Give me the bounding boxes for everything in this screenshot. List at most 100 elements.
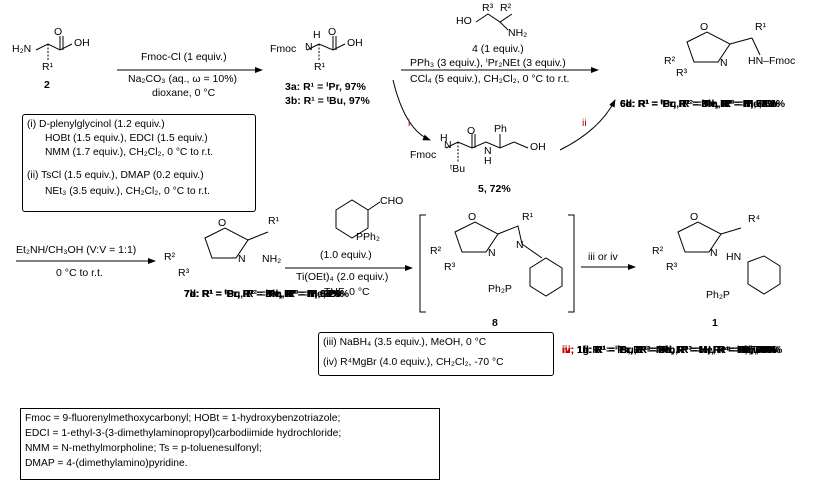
item-1e: iv; 1e: R¹ = ⁱPr, R² = Bn, R³ = H, R⁴ = … — [562, 345, 778, 356]
item-6e: 6e: R¹ = ᵗBu, R² = Ph, R³ = H, 86% — [620, 99, 780, 110]
amine-label: H₂N — [12, 43, 32, 55]
step4-aldehyde-amount: (1.0 equiv.) — [320, 249, 372, 261]
step4-lewis-acid: Ti(OEt)₄ (2.0 equiv.) — [296, 271, 389, 283]
ring-n-label: N — [488, 247, 496, 259]
pph2-label: PPh₂ — [356, 231, 380, 243]
fmoc-label: Fmoc — [410, 149, 437, 161]
amide-n-label: N — [484, 145, 492, 157]
item-7d: 7d: R¹ = ⁱPr, R² = Me, R³ = Me, 76% — [184, 289, 350, 300]
item-1d: iv; 1d: R¹ = ⁱPr, R² = ⁱPr, R³ = H, R⁴ =… — [562, 345, 777, 356]
ho-label: HO — [456, 15, 472, 27]
cond-i-line-1: (i) D-plenylglycinol (1.2 equiv.) — [27, 119, 165, 130]
r4-label: R⁴ — [748, 213, 761, 225]
fmoc-label: Fmoc — [270, 43, 297, 55]
item-6a: 6a: R¹ = ⁱPr, R² = Ph, R³ = H, 68% — [620, 99, 777, 110]
nh-n-label: N — [305, 41, 313, 53]
r1-label: R¹ — [42, 61, 54, 73]
ring-o-label: O — [700, 21, 709, 33]
ring-n-label: N — [238, 253, 246, 265]
compound-4-label: 4 (1 equiv.) — [472, 43, 524, 55]
carbonyl-o-label: O — [328, 26, 337, 38]
step2-solvent: CCl₄ (5 equiv.), CH₂Cl₂, 0 °C to r.t. — [410, 73, 570, 85]
r1-label: R¹ — [314, 61, 326, 73]
r3-label: R³ — [676, 67, 688, 79]
abbrev-line-2: EDCI = 1-ethyl-3-(3-dimethylaminopropyl)… — [25, 428, 342, 439]
step3-reagent: Et₂NH/CH₃OH (V:V = 1:1) — [16, 244, 137, 256]
hn-label: HN — [726, 251, 742, 263]
item-7c: 7c: R¹ = ⁱPr, R² = Bn, R³ = H, 82% — [184, 289, 342, 300]
item-7e: 7e: R¹ = ᵗBu, R² = Ph, R³ = H, 92% — [184, 289, 344, 300]
cond-i-line-2: HOBt (1.5 equiv.), EDCI (1.5 equiv.) — [45, 133, 208, 144]
item-1f: iv; 1f: R¹ = ⁱPr, R² = Me, R³ = Me, R⁴ =… — [562, 345, 783, 356]
abbrev-line-1: Fmoc = 9-fluorenylmethoxycarbonyl; HOBt … — [25, 413, 341, 424]
r2-label: R² — [430, 245, 442, 257]
item-1f-condition: iv; — [562, 345, 575, 356]
cond-i-line-3: NMM (1.7 equiv.), CH₂Cl₂, 0 °C to r.t. — [45, 147, 214, 158]
arrow-ii-label: ii — [582, 117, 587, 129]
item-7a: 7a: R¹ = ⁱPr, R² = Ph, R³ = H, 96% — [184, 289, 341, 300]
item-1b-condition: iv; — [562, 345, 575, 356]
item-1c-condition: iv; — [562, 345, 575, 356]
item-1a-condition: iii; — [562, 345, 575, 356]
compound-3a: 3a: R¹ = ⁱPr, 97% — [285, 81, 366, 93]
phenyl-label: Ph — [494, 123, 507, 135]
step1-base: Na₂CO₃ (aq., ω = 10%) — [128, 73, 238, 85]
tbu-label: ᵗBu — [450, 163, 466, 175]
item-6b: 6b: R¹ = ⁱPr, R² = ⁱPr, R³ = H, 72% — [620, 99, 777, 110]
item-1g: iii; 1g: R¹ = ᵗBu, R² = Ph, R³ = H, R⁴ =… — [562, 345, 775, 356]
cond-ii-line-1: (ii) TsCl (1.5 equiv.), DMAP (0.2 equiv.… — [27, 170, 204, 181]
step3-temperature: 0 °C to r.t. — [56, 267, 103, 279]
r2-label: R² — [164, 251, 176, 263]
ring-o-label: O — [218, 217, 227, 229]
compound-3b: 3b: R¹ = ᵗBu, 97% — [285, 95, 370, 107]
item-1e-condition: iv; — [562, 345, 575, 356]
r2-label: R² — [500, 2, 512, 14]
item-6c: 6c: R¹ = ⁱPr, R² = Bn, R³ = H, 64% — [620, 99, 778, 110]
item-6d: 6d: R¹ = ⁱPr, R² = Me, R³ = Me, 62% — [620, 99, 786, 110]
item-1h-condition: iv; — [562, 345, 575, 356]
r3-label: R³ — [666, 261, 678, 273]
r1-label: R¹ — [755, 21, 767, 33]
cond-iii-line: (iii) NaBH₄ (3.5 equiv.), MeOH, 0 °C — [323, 337, 487, 348]
carbonyl-o-label: O — [467, 125, 476, 137]
cond-iv-line: (iv) R⁴MgBr (4.0 equiv.), CH₂Cl₂, -70 °C — [323, 357, 504, 368]
amide-h-label: H — [484, 155, 492, 167]
ph2p-label: Ph₂P — [706, 289, 730, 301]
r2-label: R² — [652, 245, 664, 257]
step4-solvent: THF, 0 °C — [324, 286, 370, 298]
conditions-box-i-ii: (i) D-plenylglycinol (1.2 equiv.) HOBt (… — [22, 114, 256, 212]
abbrev-line-4: DMAP = 4-(dimethylamino)pyridine. — [25, 458, 188, 469]
item-1a: iii; 1a: R¹ = ⁱPr, R² = Ph, R³ = H, R⁴ =… — [562, 345, 771, 356]
step5-label: iii or iv — [588, 251, 618, 263]
nh-h-label: H — [313, 29, 321, 41]
r3-label: R³ — [482, 2, 494, 14]
r3-label: R³ — [444, 261, 456, 273]
nh2-label: NH₂ — [262, 253, 282, 265]
imine-n-label: N — [516, 239, 524, 251]
abbrev-line-3: NMM = N-methylmorpholine; Ts = p-toluene… — [25, 443, 262, 454]
r3-label: R³ — [178, 267, 190, 279]
acid-oh-label: OH — [347, 37, 363, 49]
item-7b: 7b: R¹ = ⁱPr, R² = ⁱPr, R³ = H, 64% — [184, 289, 341, 300]
item-1h: iv; 1h: R¹ = ᵗBu, R² = Ph, R³ = H, R⁴ = … — [562, 345, 781, 356]
hn-fmoc-label: HN–Fmoc — [748, 55, 796, 67]
cho-label: CHO — [380, 195, 404, 207]
step1-solvent: dioxane, 0 °C — [152, 87, 216, 99]
compound-8-number: 8 — [492, 317, 498, 329]
ring-o-label: O — [468, 211, 477, 223]
abbreviations-box: Fmoc = 9-fluorenylmethoxycarbonyl; HOBt … — [20, 408, 440, 480]
ring-n-label: N — [720, 57, 728, 69]
r1-label: R¹ — [268, 215, 280, 227]
nh-h-label: H — [440, 132, 448, 144]
compound-5-number: 5, 72% — [478, 183, 511, 195]
r1-label: R¹ — [522, 211, 534, 223]
item-1b: iv; 1b: R¹ = ⁱPr, R² = Ph, R³ = H, R⁴ = … — [562, 345, 778, 356]
ring-n-label: N — [710, 247, 718, 259]
r2-label: R² — [664, 55, 676, 67]
carbonyl-o-label: O — [54, 26, 63, 38]
ring-o-label: O — [690, 211, 699, 223]
item-1g-condition: iii; — [562, 345, 575, 356]
step1-reagent: Fmoc-Cl (1 equiv.) — [141, 51, 227, 63]
item-1d-condition: iv; — [562, 345, 575, 356]
item-1c: iv; 1c: R¹ = ⁱPr, R² = Ph, R³ = H, R⁴ = … — [562, 345, 776, 356]
